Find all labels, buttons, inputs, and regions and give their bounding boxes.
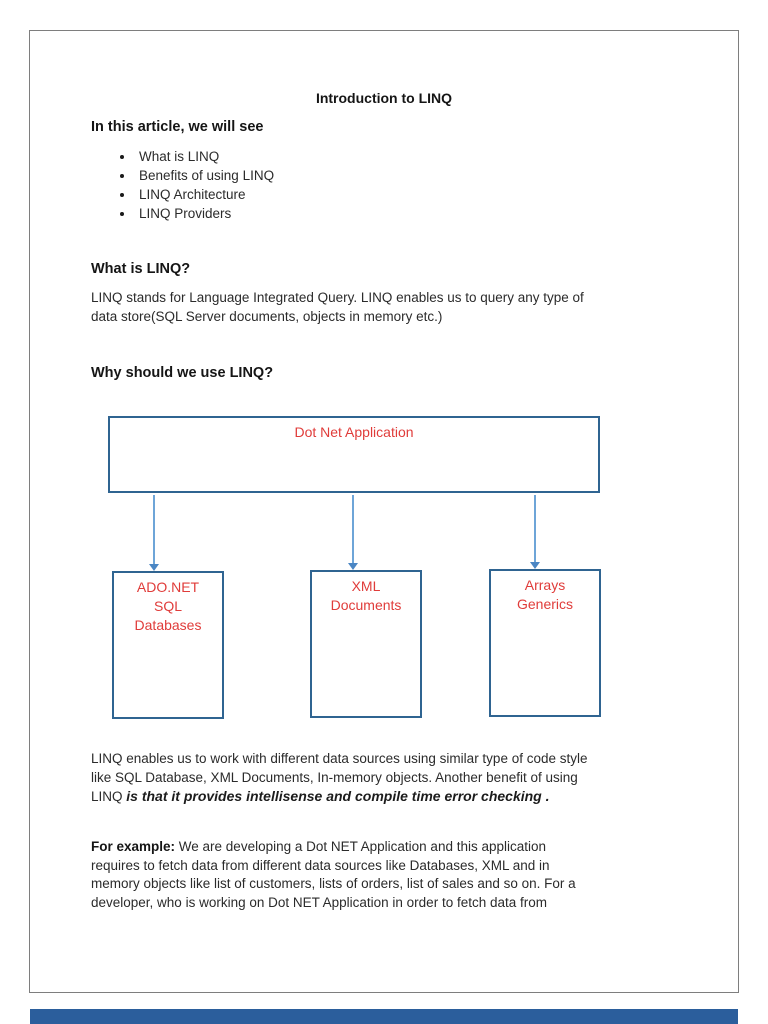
bullet-icon (120, 193, 124, 197)
benefit-emphasis-text: is that it provides intellisense and com… (126, 788, 550, 804)
diagram-box-arrays-generics: Arrays Generics (489, 569, 601, 717)
paragraph-line: requires to fetch data from different da… (91, 857, 550, 873)
bullet-icon (120, 212, 124, 216)
linq-architecture-diagram: Dot Net Application ADO.NET SQL Database… (30, 31, 738, 992)
toc-item-label: LINQ Architecture (139, 187, 246, 202)
arrow-down-icon (149, 564, 159, 571)
toc-item-label: Benefits of using LINQ (139, 168, 275, 183)
arrow-down-icon (530, 562, 540, 569)
paragraph-text: LINQ (91, 789, 127, 804)
paragraph-line: developer, who is working on Dot NET App… (91, 894, 547, 910)
arrow-stem (153, 495, 155, 564)
connector-arrow-middle (348, 495, 358, 570)
box-label-line: Databases (134, 617, 202, 633)
toc-item: LINQ Providers (118, 204, 274, 223)
box-label-line: Documents (330, 597, 402, 613)
box-label-line: Arrays (524, 577, 566, 593)
toc-item: What is LINQ (118, 147, 274, 166)
document-title: Introduction to LINQ (315, 90, 453, 106)
diagram-box-xml-documents: XML Documents (310, 570, 422, 718)
paragraph-line: For example: We are developing a Dot NET… (91, 838, 576, 857)
diagram-box-ado-net: ADO.NET SQL Databases (112, 571, 224, 719)
example-label: For example: (91, 839, 176, 854)
toc-item: Benefits of using LINQ (118, 166, 274, 185)
why-use-linq-heading: Why should we use LINQ? (91, 365, 274, 381)
toc-list: What is LINQ Benefits of using LINQ LINQ… (118, 147, 274, 223)
what-is-linq-heading: What is LINQ? (91, 261, 191, 277)
bullet-icon (120, 155, 124, 159)
paragraph-line: LINQ stands for Language Integrated Quer… (91, 290, 584, 305)
paragraph-line: memory objects like list of customers, l… (91, 876, 576, 891)
bullet-icon (120, 174, 124, 178)
benefit-paragraph: LINQ enables us to work with different d… (91, 750, 588, 807)
paragraph-line: data store(SQL Server documents, objects… (91, 308, 443, 324)
toc-item: LINQ Architecture (118, 185, 274, 204)
box-label-line: Generics (516, 596, 574, 612)
root-box-label: Dot Net Application (294, 424, 414, 440)
toc-item-label: LINQ Providers (139, 206, 232, 221)
arrow-stem (352, 495, 354, 563)
intro-heading: In this article, we will see (91, 119, 264, 135)
paragraph-line: LINQ enables us to work with different d… (91, 751, 588, 766)
next-page-top-band (30, 1009, 738, 1024)
paragraph-text: We are developing a Dot NET Application … (175, 839, 547, 854)
connector-arrow-right (530, 495, 540, 569)
paragraph-line: like SQL Database, XML Documents, In-mem… (91, 769, 578, 785)
paragraph-line: LINQ is that it provides intellisense an… (91, 787, 588, 807)
arrow-stem (534, 495, 536, 562)
document-page: Introduction to LINQ In this article, we… (29, 30, 739, 993)
example-paragraph: For example: We are developing a Dot NET… (91, 838, 576, 912)
arrow-down-icon (348, 563, 358, 570)
toc-item-label: What is LINQ (139, 149, 220, 164)
diagram-root-box: Dot Net Application (108, 416, 600, 493)
box-label-line: ADO.NET (136, 579, 200, 595)
box-label-line: SQL (153, 598, 182, 614)
what-is-linq-paragraph: LINQ stands for Language Integrated Quer… (91, 289, 584, 326)
connector-arrow-left (149, 495, 159, 571)
box-label-line: XML (351, 578, 381, 594)
